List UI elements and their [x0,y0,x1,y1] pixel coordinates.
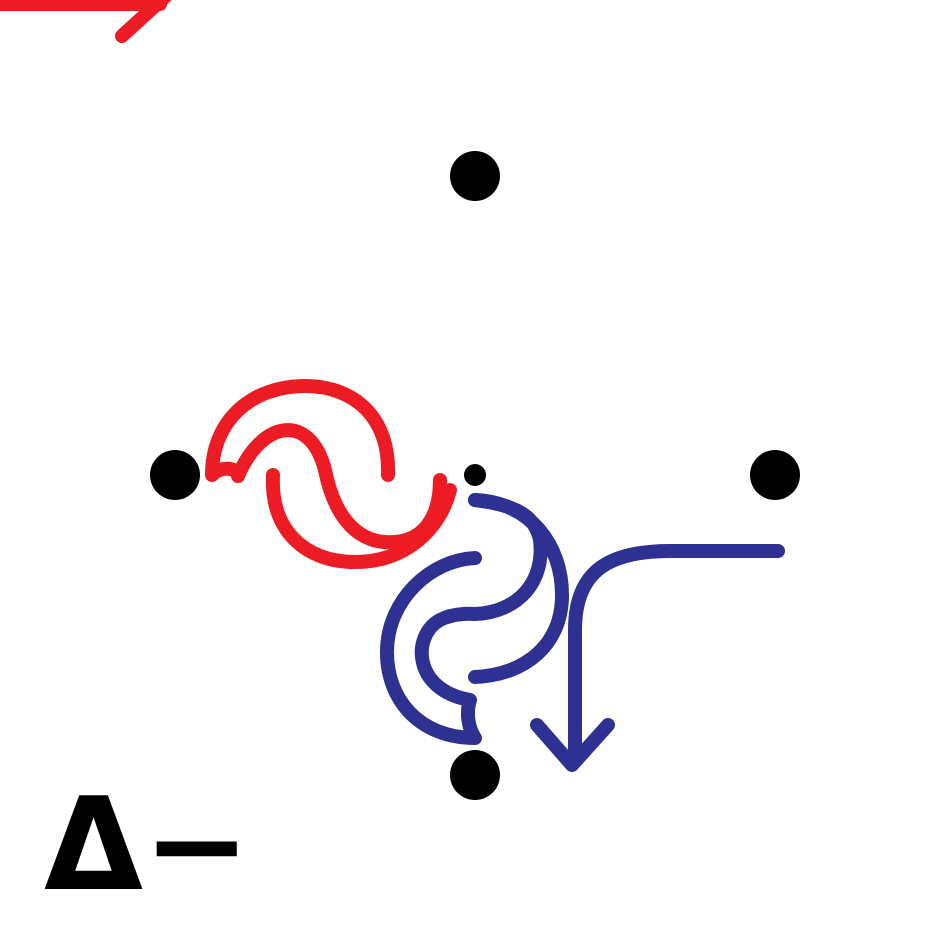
bent-arrow-right-head [530,718,615,772]
curly-arrow-right-outer [468,493,569,684]
curly-arrow-left-upper [205,379,447,550]
atom-bottom [450,750,500,800]
curly-arrow-right-inner [379,493,548,745]
curly-arrow-left-lower [265,468,457,569]
bent-arrow-right [568,544,785,767]
atom-center [464,464,486,486]
atom-top [450,151,500,201]
atom-left [150,450,200,500]
charge-label: Δ− [44,771,251,920]
arrow-top-left [0,0,172,43]
atom-right [750,450,800,500]
